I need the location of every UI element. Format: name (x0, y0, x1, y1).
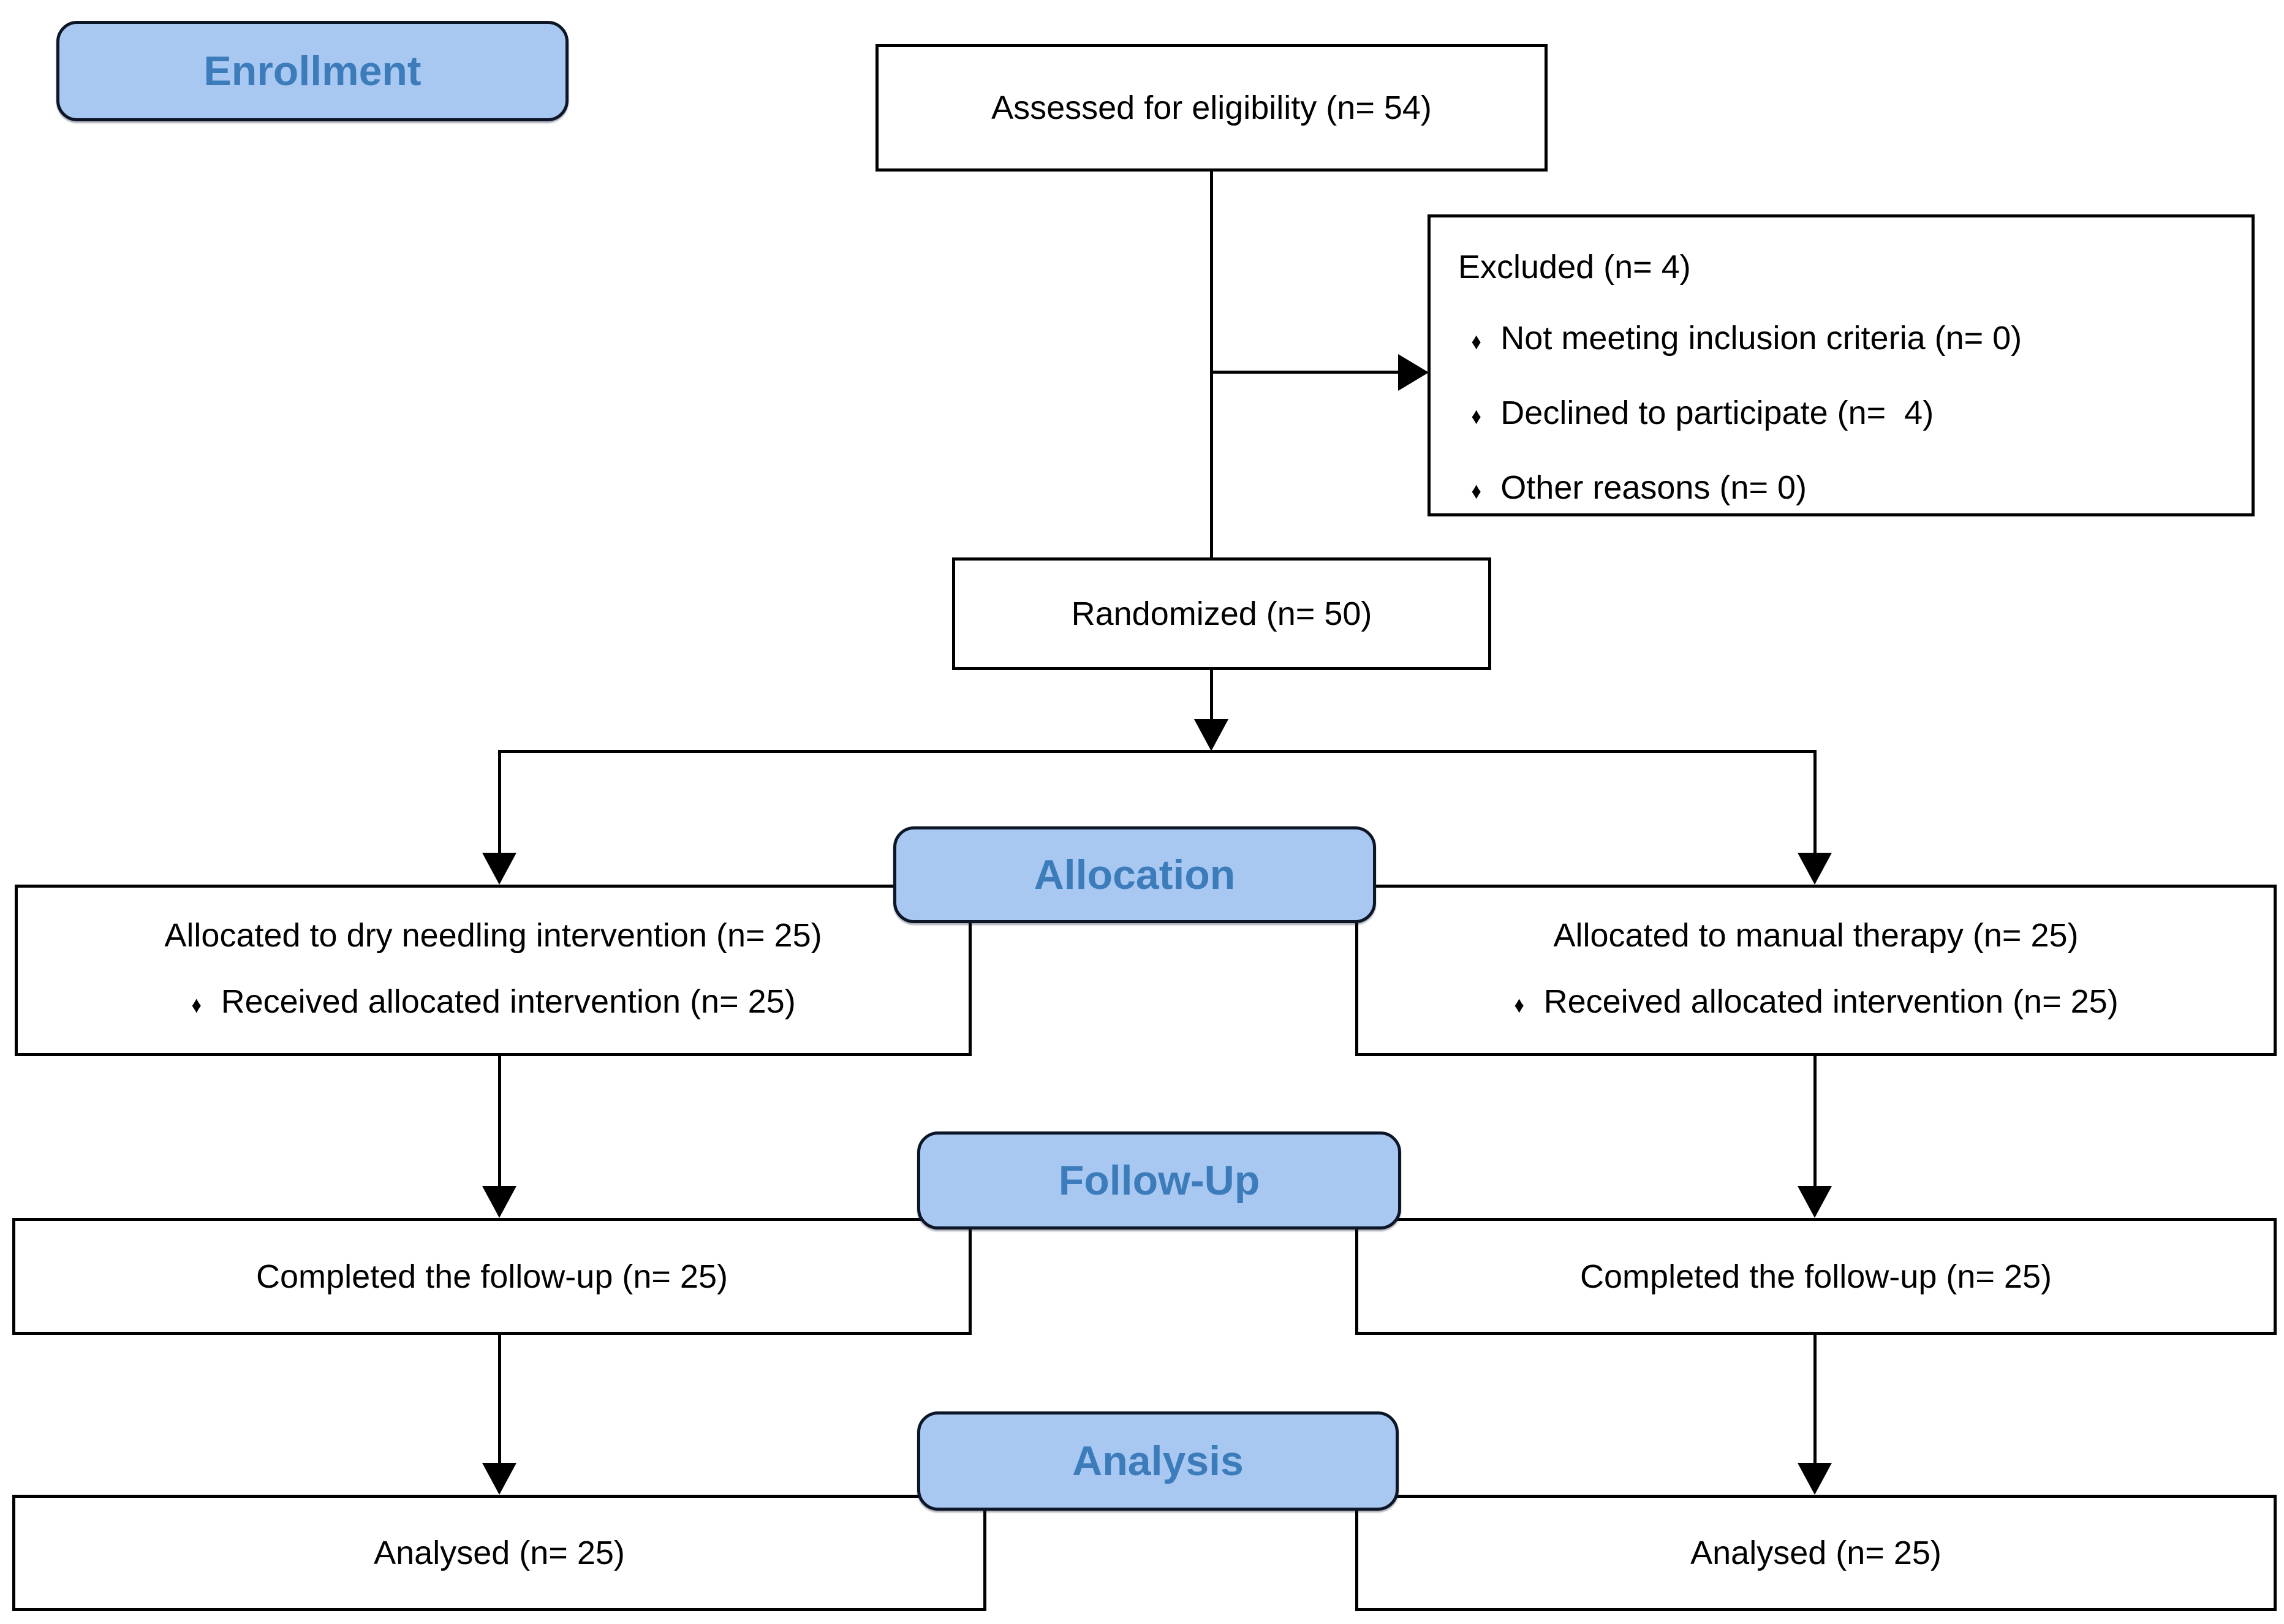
excluded-title: Excluded (n= 4) (1458, 249, 1691, 285)
followup-left-text: Completed the follow-up (n= 25) (256, 1258, 728, 1295)
followup-stage-label: Follow-Up (1058, 1157, 1260, 1204)
enrollment-stage-label: Enrollment (203, 48, 422, 94)
connector-split-line (498, 750, 1815, 753)
connector-split-to-alloc-left (498, 750, 501, 853)
analysed-left-text: Analysed (n= 25) (374, 1535, 625, 1571)
allocated-manual-therapy-title: Allocated to manual therapy (n= 25) (1553, 917, 2079, 954)
arrowhead-to-excluded (1398, 354, 1429, 391)
enrollment-stage-badge: Enrollment (56, 21, 569, 121)
analysed-right-text: Analysed (n= 25) (1690, 1535, 1942, 1571)
connector-split-to-alloc-right (1813, 750, 1817, 853)
analysed-left-box: Analysed (n= 25) (12, 1495, 986, 1611)
excluded-item: ♦ Not meeting inclusion criteria (n= 0) (1458, 318, 2022, 362)
connector-to-excluded (1210, 371, 1398, 374)
arrowhead-analysis-right (1798, 1463, 1832, 1495)
arrowhead-analysis-left (482, 1463, 516, 1495)
arrowhead-followup-right (1798, 1186, 1832, 1218)
arrowhead-alloc-left (482, 853, 516, 885)
connector-followup-to-analysis-right (1813, 1335, 1817, 1463)
arrowhead-alloc-right (1798, 853, 1832, 885)
analysis-stage-badge: Analysis (917, 1411, 1399, 1511)
received-intervention-item: ♦ Received allocated intervention (n= 25… (191, 981, 796, 1025)
allocation-stage-label: Allocation (1034, 852, 1236, 898)
diamond-bullet-icon: ♦ (1471, 329, 1481, 355)
analysed-right-box: Analysed (n= 25) (1355, 1495, 2277, 1611)
analysis-stage-label: Analysis (1072, 1438, 1244, 1484)
diamond-bullet-icon: ♦ (1471, 478, 1481, 504)
diamond-bullet-icon: ♦ (191, 992, 202, 1018)
excluded-box: Excluded (n= 4) ♦ Not meeting inclusion … (1428, 214, 2255, 516)
followup-left-box: Completed the follow-up (n= 25) (12, 1218, 972, 1335)
received-intervention-text: Received allocated intervention (n= 25) (221, 983, 796, 1020)
randomized-box: Randomized (n= 50) (952, 557, 1491, 670)
connector-randomized-to-split (1210, 670, 1213, 723)
connector-alloc-to-followup-right (1813, 1056, 1817, 1186)
diamond-bullet-icon: ♦ (1471, 404, 1481, 429)
arrowhead-randomized-to-split (1194, 719, 1228, 751)
followup-stage-badge: Follow-Up (917, 1131, 1401, 1229)
received-intervention-item: ♦ Received allocated intervention (n= 25… (1513, 981, 2119, 1025)
connector-assessed-to-randomized (1210, 172, 1213, 557)
excluded-item: ♦ Declined to participate (n= 4) (1458, 393, 1934, 437)
allocated-dry-needling-title: Allocated to dry needling intervention (… (164, 917, 822, 954)
allocated-manual-therapy-box: Allocated to manual therapy (n= 25) ♦ Re… (1355, 885, 2277, 1056)
assessed-text: Assessed for eligibility (n= 54) (991, 89, 1432, 126)
followup-right-box: Completed the follow-up (n= 25) (1355, 1218, 2277, 1335)
excluded-item-text: Declined to participate (n= 4) (1500, 395, 1934, 431)
excluded-item: ♦ Other reasons (n= 0) (1458, 467, 1807, 512)
allocation-stage-badge: Allocation (893, 826, 1376, 923)
randomized-text: Randomized (n= 50) (1071, 595, 1372, 632)
assessed-box: Assessed for eligibility (n= 54) (875, 44, 1548, 172)
diamond-bullet-icon: ♦ (1514, 992, 1525, 1018)
excluded-item-text: Not meeting inclusion criteria (n= 0) (1500, 320, 2022, 357)
connector-followup-to-analysis-left (498, 1335, 501, 1463)
excluded-item-text: Other reasons (n= 0) (1500, 469, 1807, 506)
arrowhead-followup-left (482, 1186, 516, 1218)
followup-right-text: Completed the follow-up (n= 25) (1580, 1258, 2052, 1295)
allocated-dry-needling-box: Allocated to dry needling intervention (… (15, 885, 972, 1056)
connector-alloc-to-followup-left (498, 1056, 501, 1186)
received-intervention-text: Received allocated intervention (n= 25) (1543, 983, 2119, 1020)
